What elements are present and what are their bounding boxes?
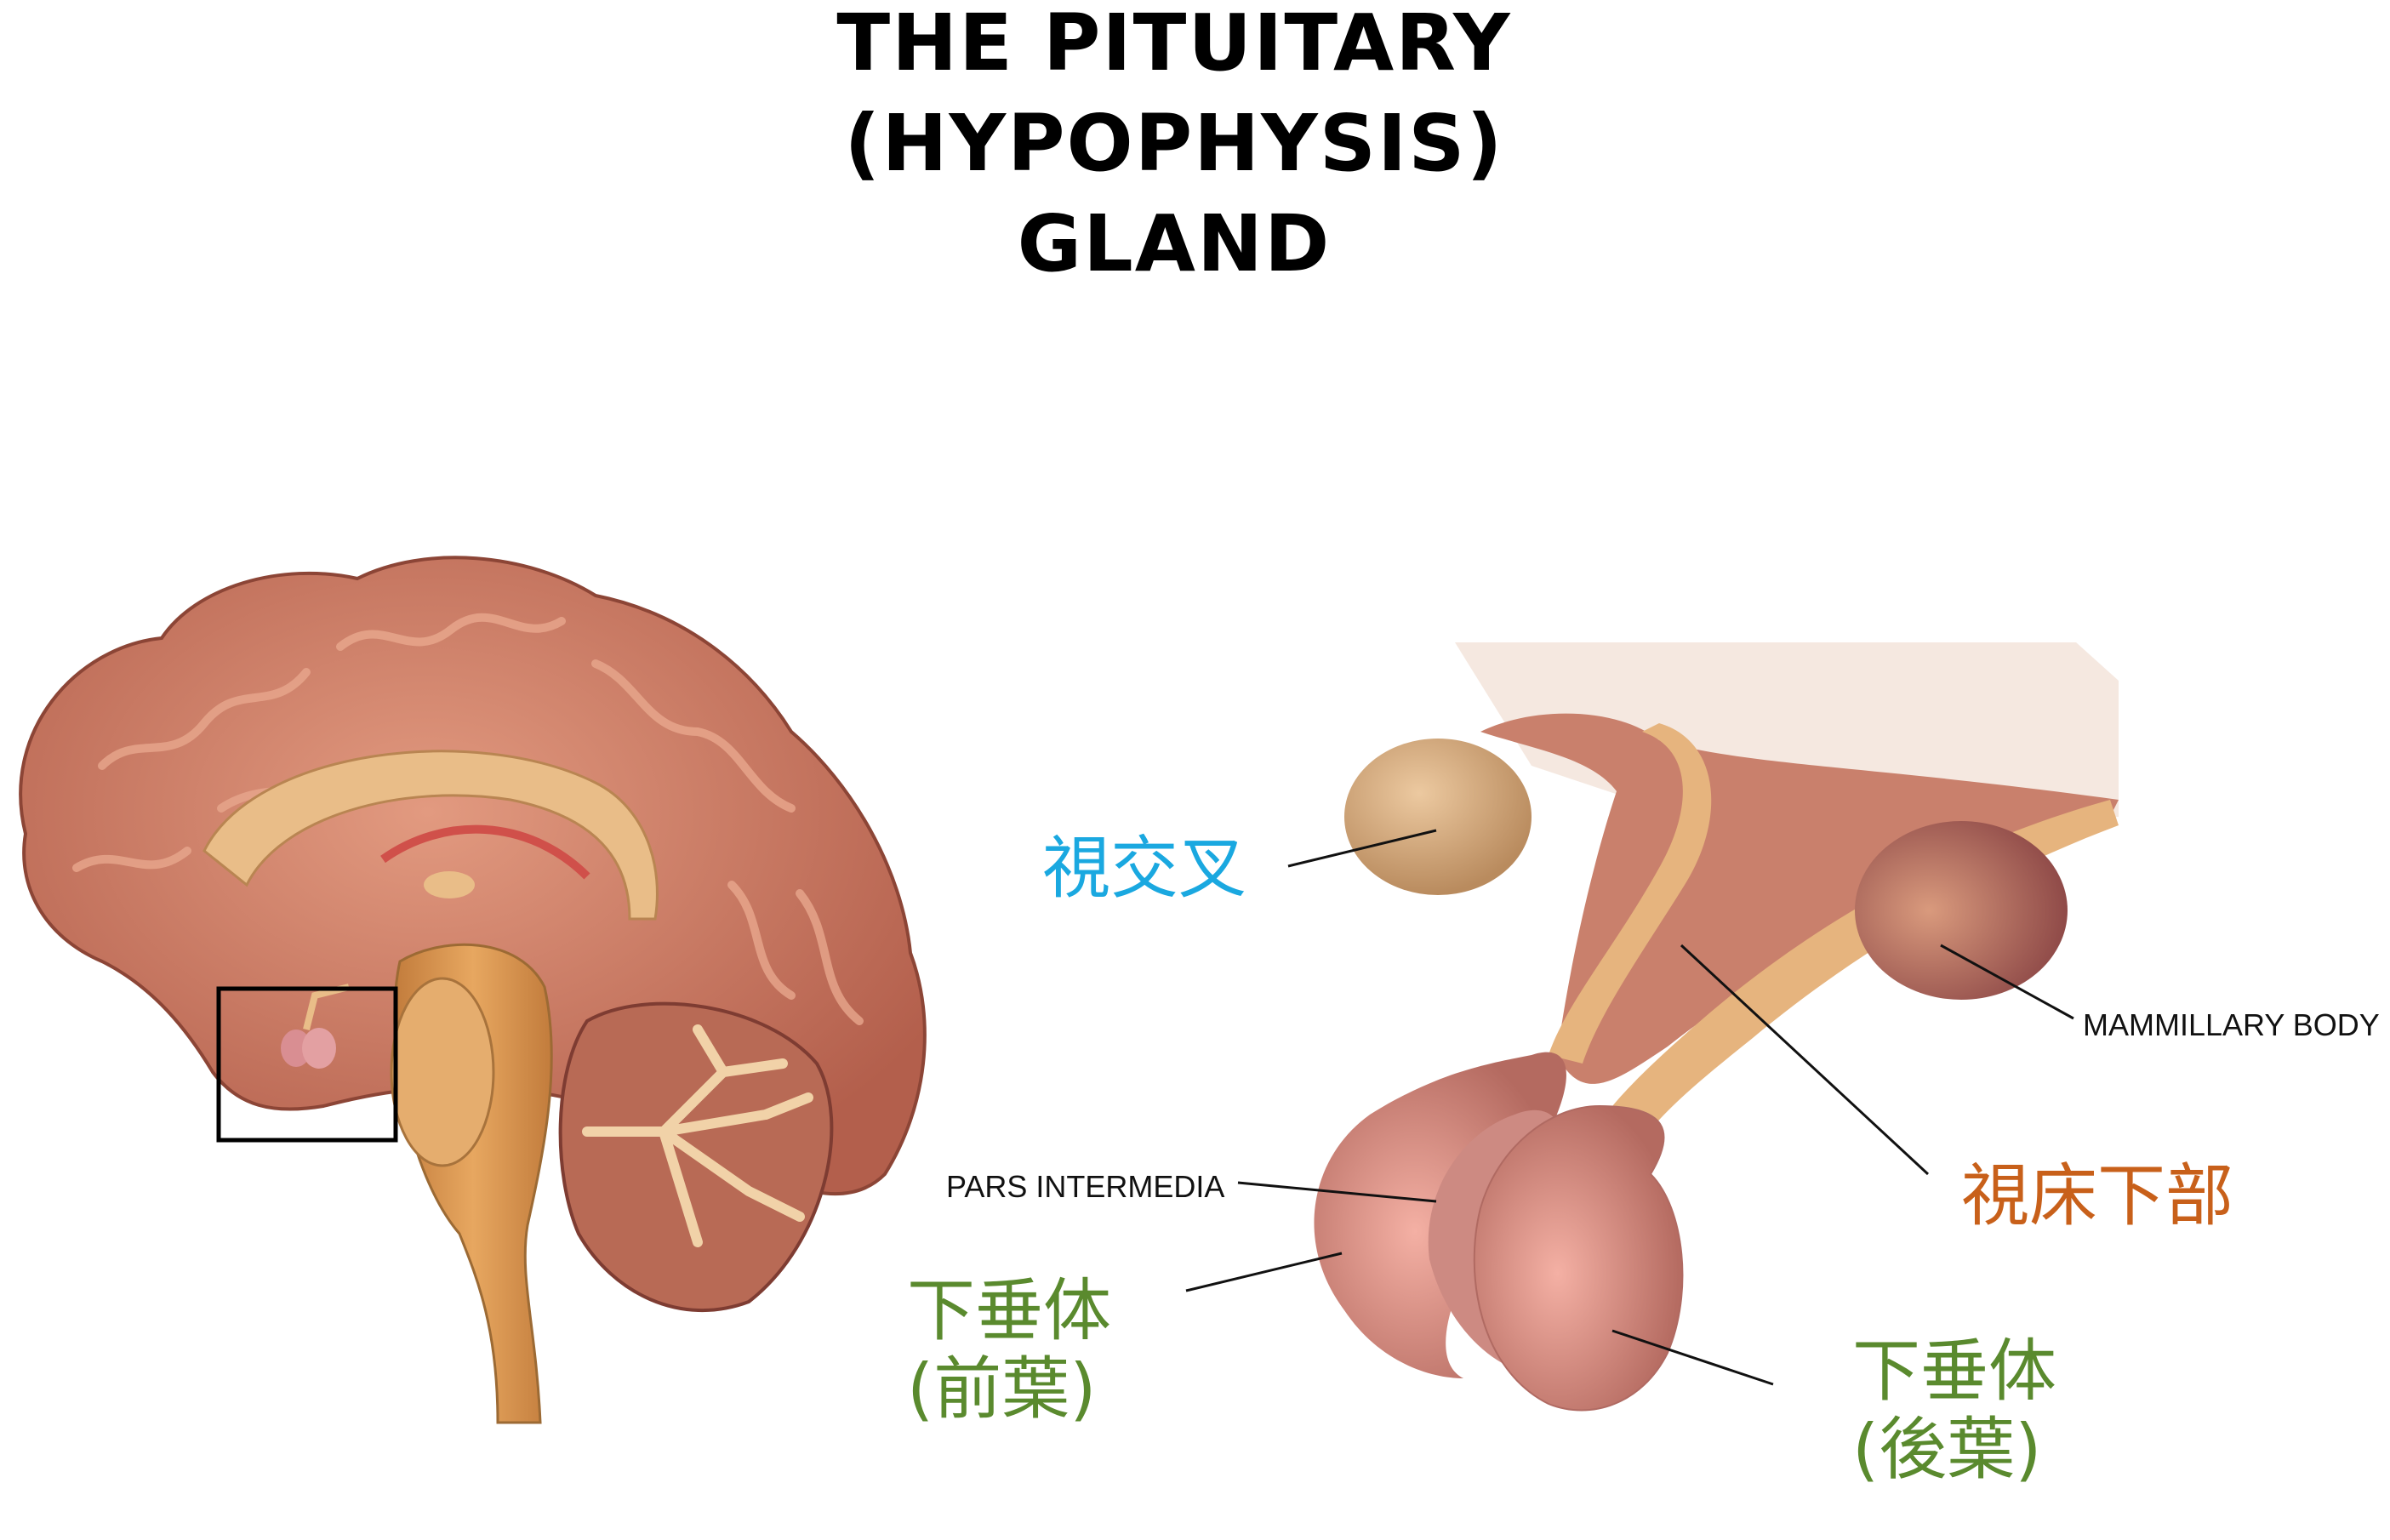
hypothalamus <box>1480 713 2119 1084</box>
label-posterior-pituitary: 下垂体 (後葉) <box>1852 1332 2056 1489</box>
infundibulum-tan-band <box>1600 800 2119 1140</box>
label-anterior-line2: (前葉) <box>907 1349 1097 1429</box>
leader-anterior-pituitary <box>1185 1252 1343 1292</box>
corpus-callosum <box>202 750 659 921</box>
label-anterior-line1: 下垂体 <box>907 1271 1111 1350</box>
leader-optic-chiasm <box>1287 829 1437 868</box>
label-posterior-line1: 下垂体 <box>1852 1332 2056 1411</box>
leader-pars-intermedia <box>1237 1181 1437 1203</box>
pons <box>390 977 495 1167</box>
title-line-3: GLAND <box>1017 198 1332 289</box>
thalamus <box>424 871 475 898</box>
pituitary-magnified <box>1314 642 2119 1412</box>
label-anterior-pituitary: 下垂体 (前葉) <box>907 1272 1111 1429</box>
fornix <box>380 824 590 880</box>
label-mammillary-body: MAMMILLARY BODY <box>2083 1007 2380 1042</box>
leader-hypothalamus <box>1680 944 1930 1176</box>
leader-mammillary-body <box>1940 944 2074 1020</box>
posterior-lobe <box>1473 1104 1684 1412</box>
label-optic-chiasm: 視交叉 <box>1042 829 1246 908</box>
label-posterior-line2: (後葉) <box>1852 1410 2042 1489</box>
brain-sagittal-section <box>19 556 927 1424</box>
title-line-1: THE PITUITARY <box>836 0 1512 88</box>
optic-chiasm <box>1344 739 1532 895</box>
arbor-vitae <box>582 1024 813 1247</box>
mammillary-body <box>1855 821 2068 1000</box>
title-line-2: (HYPOPHYSIS) <box>844 98 1504 189</box>
label-pars-intermedia: PARS INTERMEDIA <box>946 1169 1225 1204</box>
zoom-box <box>216 986 398 1143</box>
page-title: THE PITUITARY (HYPOPHYSIS) GLAND <box>0 0 2348 294</box>
label-hypothalamus: 視床下部 <box>1961 1156 2233 1235</box>
hypothalamus-tan-band <box>1549 723 1712 1064</box>
leader-lines <box>1185 829 2074 1386</box>
leader-posterior-pituitary <box>1611 1329 1774 1386</box>
